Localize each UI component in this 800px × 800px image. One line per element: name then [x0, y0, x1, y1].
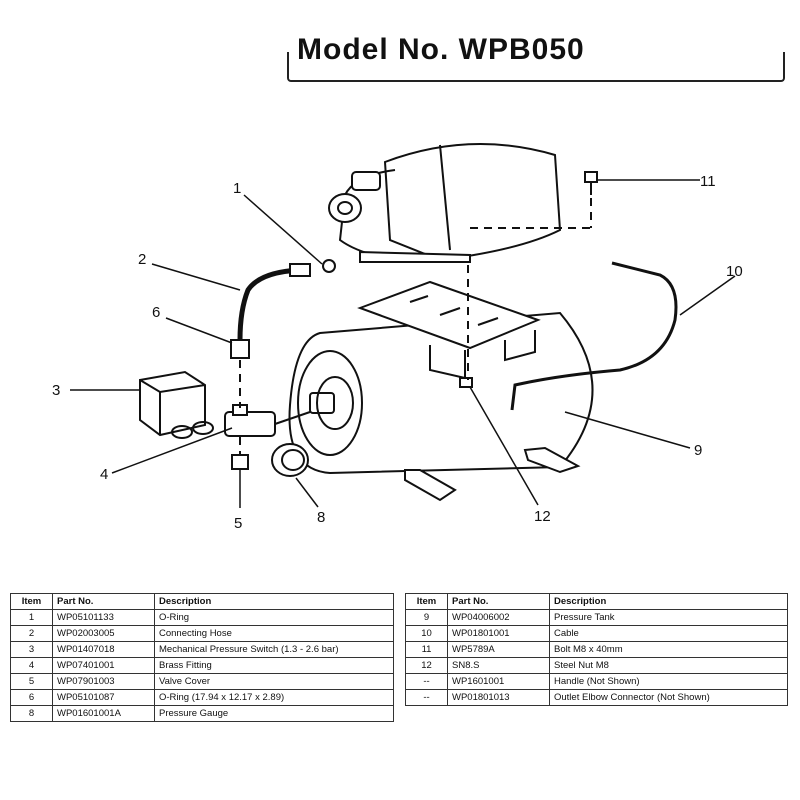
part-no-cell: WP01407018: [52, 641, 155, 658]
part-no-cell: WP02003005: [52, 625, 155, 642]
item-cell: 5: [10, 673, 53, 690]
part-no-cell: WP05101133: [52, 609, 155, 626]
item-cell: 2: [10, 625, 53, 642]
bolt: [584, 171, 598, 195]
callout-6: 6: [152, 304, 160, 321]
pressure-gauge: [271, 443, 309, 477]
header-part-no: Part No.: [447, 593, 550, 610]
valve-cover: [231, 454, 249, 470]
part-no-cell: WP1601001: [447, 673, 550, 690]
callout-9: 9: [694, 442, 702, 459]
part-no-cell: WP04006002: [447, 609, 550, 626]
description-cell: Cable: [549, 625, 788, 642]
callout-4: 4: [100, 466, 108, 483]
pressure-switch: [139, 370, 214, 439]
part-no-cell: WP07401001: [52, 657, 155, 674]
callout-1: 1: [233, 180, 241, 197]
callout-12: 12: [534, 508, 551, 525]
header-description: Description: [154, 593, 394, 610]
description-cell: Pressure Gauge: [154, 705, 394, 722]
callout-8: 8: [317, 509, 325, 526]
part-no-cell: WP5789A: [447, 641, 550, 658]
description-cell: O-Ring: [154, 609, 394, 626]
part-no-cell: WP05101087: [52, 689, 155, 706]
header-item: Item: [405, 593, 448, 610]
description-cell: Steel Nut M8: [549, 657, 788, 674]
item-cell: 8: [10, 705, 53, 722]
table-header-row: Item Part No. Description: [405, 593, 788, 610]
item-cell: 6: [10, 689, 53, 706]
description-cell: Pressure Tank: [549, 609, 788, 626]
description-cell: Connecting Hose: [154, 625, 394, 642]
steel-nut: [459, 377, 473, 388]
description-cell: Bolt M8 x 40mm: [549, 641, 788, 658]
cable: [510, 261, 678, 411]
part-no-cell: WP01801001: [447, 625, 550, 642]
item-cell: 4: [10, 657, 53, 674]
item-cell: 1: [10, 609, 53, 626]
callout-2: 2: [138, 251, 146, 268]
description-cell: Mechanical Pressure Switch (1.3 - 2.6 ba…: [154, 641, 394, 658]
description-cell: Handle (Not Shown): [549, 673, 788, 690]
callout-10: 10: [726, 263, 743, 280]
description-cell: Valve Cover: [154, 673, 394, 690]
description-cell: Outlet Elbow Connector (Not Shown): [549, 689, 788, 706]
pressure-tank: [288, 280, 594, 502]
header-item: Item: [10, 593, 53, 610]
item-cell: 10: [405, 625, 448, 642]
model-title: Model No. WPB050: [297, 33, 585, 66]
header-part-no: Part No.: [52, 593, 155, 610]
item-cell: 12: [405, 657, 448, 674]
header-description: Description: [549, 593, 788, 610]
item-cell: 9: [405, 609, 448, 626]
part-no-cell: SN8.S: [447, 657, 550, 674]
exploded-parts-diagram: 1 2 3 4 5 6 8 9 10 11 12: [52, 143, 743, 532]
table-header-row: Item Part No. Description: [10, 593, 394, 610]
part-no-cell: WP07901003: [52, 673, 155, 690]
item-cell: 11: [405, 641, 448, 658]
part-no-cell: WP01801013: [447, 689, 550, 706]
item-cell: --: [405, 673, 448, 690]
description-cell: O-Ring (17.94 x 12.17 x 2.89): [154, 689, 394, 706]
callout-11: 11: [700, 173, 716, 190]
callout-3: 3: [52, 382, 60, 399]
o-ring: [322, 259, 336, 273]
part-no-cell: WP01601001A: [52, 705, 155, 722]
pump-motor: [328, 143, 562, 263]
item-cell: 3: [10, 641, 53, 658]
connecting-hose: [237, 267, 301, 341]
description-cell: Brass Fitting: [154, 657, 394, 674]
callout-5: 5: [234, 515, 242, 532]
model-title-box: Model No. WPB050: [287, 33, 785, 82]
item-cell: --: [405, 689, 448, 706]
